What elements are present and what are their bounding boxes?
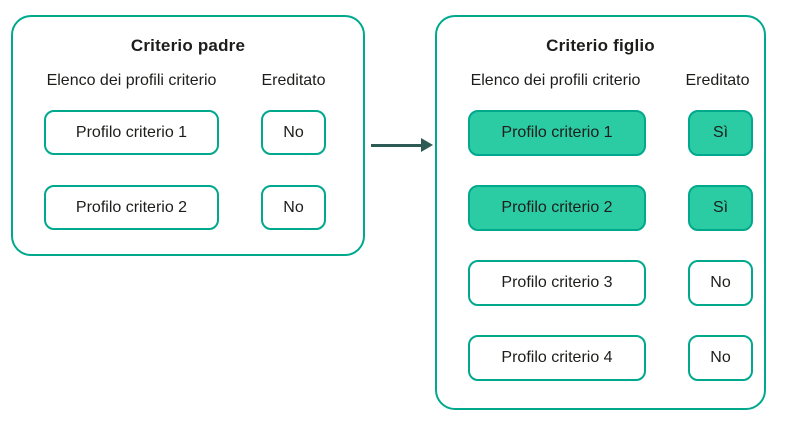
inherited-cell: No (688, 335, 753, 381)
profile-cell: Profilo criterio 3 (468, 260, 646, 306)
inherited-cell: Sì (688, 185, 753, 231)
table-row: Profilo criterio 3 No (437, 260, 764, 306)
profile-cell: Profilo criterio 2 (468, 185, 646, 231)
parent-panel-title: Criterio padre (130, 36, 246, 55)
child-profiles-header: Elenco dei profili criterio (470, 72, 641, 89)
arrow-right-icon (371, 138, 433, 152)
child-criterion-panel: Criterio figlio Elenco dei profili crite… (435, 15, 766, 410)
child-rows: Profilo criterio 1 Sì Profilo criterio 2… (437, 110, 764, 381)
table-row: Profilo criterio 1 No (13, 110, 363, 155)
child-header-row: Elenco dei profili criterio Ereditato (437, 72, 764, 90)
child-inherited-header: Ereditato (685, 72, 750, 89)
table-row: Profilo criterio 2 Sì (437, 185, 764, 231)
parent-inherited-header: Ereditato (261, 72, 326, 89)
table-row: Profilo criterio 4 No (437, 335, 764, 381)
table-row: Profilo criterio 2 No (13, 185, 363, 230)
parent-criterion-panel: Criterio padre Elenco dei profili criter… (11, 15, 365, 256)
inherited-cell: No (688, 260, 753, 306)
profile-cell: Profilo criterio 4 (468, 335, 646, 381)
child-panel-title: Criterio figlio (546, 36, 655, 55)
profile-cell: Profilo criterio 2 (44, 185, 219, 230)
parent-rows: Profilo criterio 1 No Profilo criterio 2… (13, 110, 363, 230)
inherited-cell: Sì (688, 110, 753, 156)
profile-cell: Profilo criterio 1 (468, 110, 646, 156)
parent-header-row: Elenco dei profili criterio Ereditato (13, 72, 363, 90)
parent-profiles-header: Elenco dei profili criterio (46, 72, 217, 89)
inherited-cell: No (261, 110, 326, 155)
inherited-cell: No (261, 185, 326, 230)
table-row: Profilo criterio 1 Sì (437, 110, 764, 156)
profile-cell: Profilo criterio 1 (44, 110, 219, 155)
